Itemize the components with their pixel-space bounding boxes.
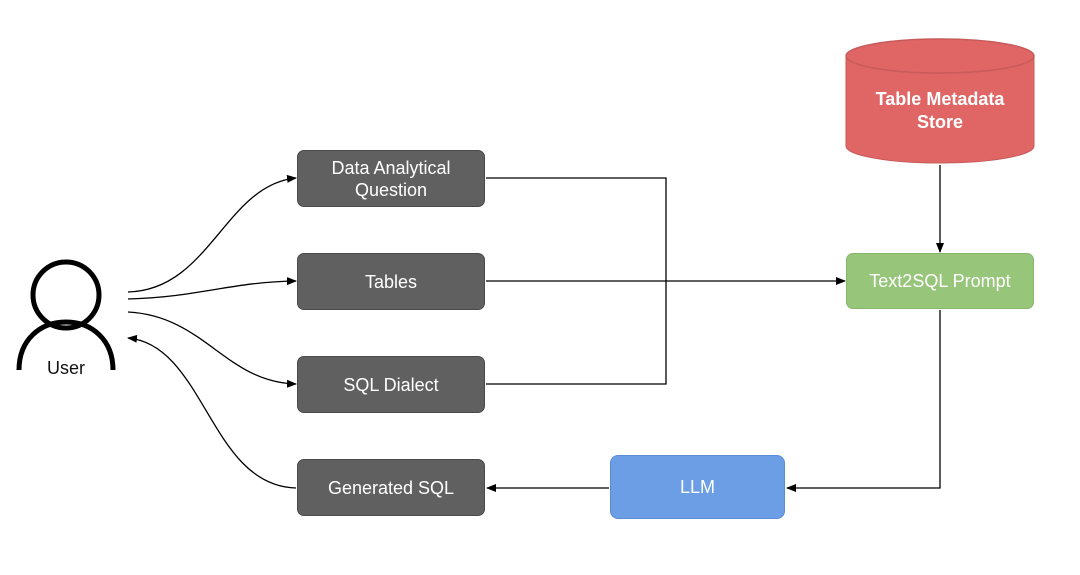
generated-sql-node: Generated SQL xyxy=(297,459,485,516)
user-label: User xyxy=(46,358,85,378)
edge-generated-to-user xyxy=(127,334,297,489)
text2sql-prompt-node: Text2SQL Prompt xyxy=(846,253,1034,309)
edge-dialect-line xyxy=(486,281,667,385)
edge-user-to-question xyxy=(127,174,297,293)
edge-user-to-tables xyxy=(127,277,297,300)
tables-node: Tables xyxy=(297,253,485,310)
edge-prompt-to-llm xyxy=(786,310,941,492)
edge-question-line xyxy=(486,177,667,281)
metadata-store-label: Table Metadata Store xyxy=(875,89,1005,132)
database-icon xyxy=(845,38,1035,164)
edge-user-to-dialect xyxy=(127,311,297,388)
user-icon xyxy=(16,259,116,371)
question-node: Data Analytical Question xyxy=(297,150,485,207)
llm-node: LLM xyxy=(610,455,785,519)
sql-dialect-node: SQL Dialect xyxy=(297,356,485,413)
